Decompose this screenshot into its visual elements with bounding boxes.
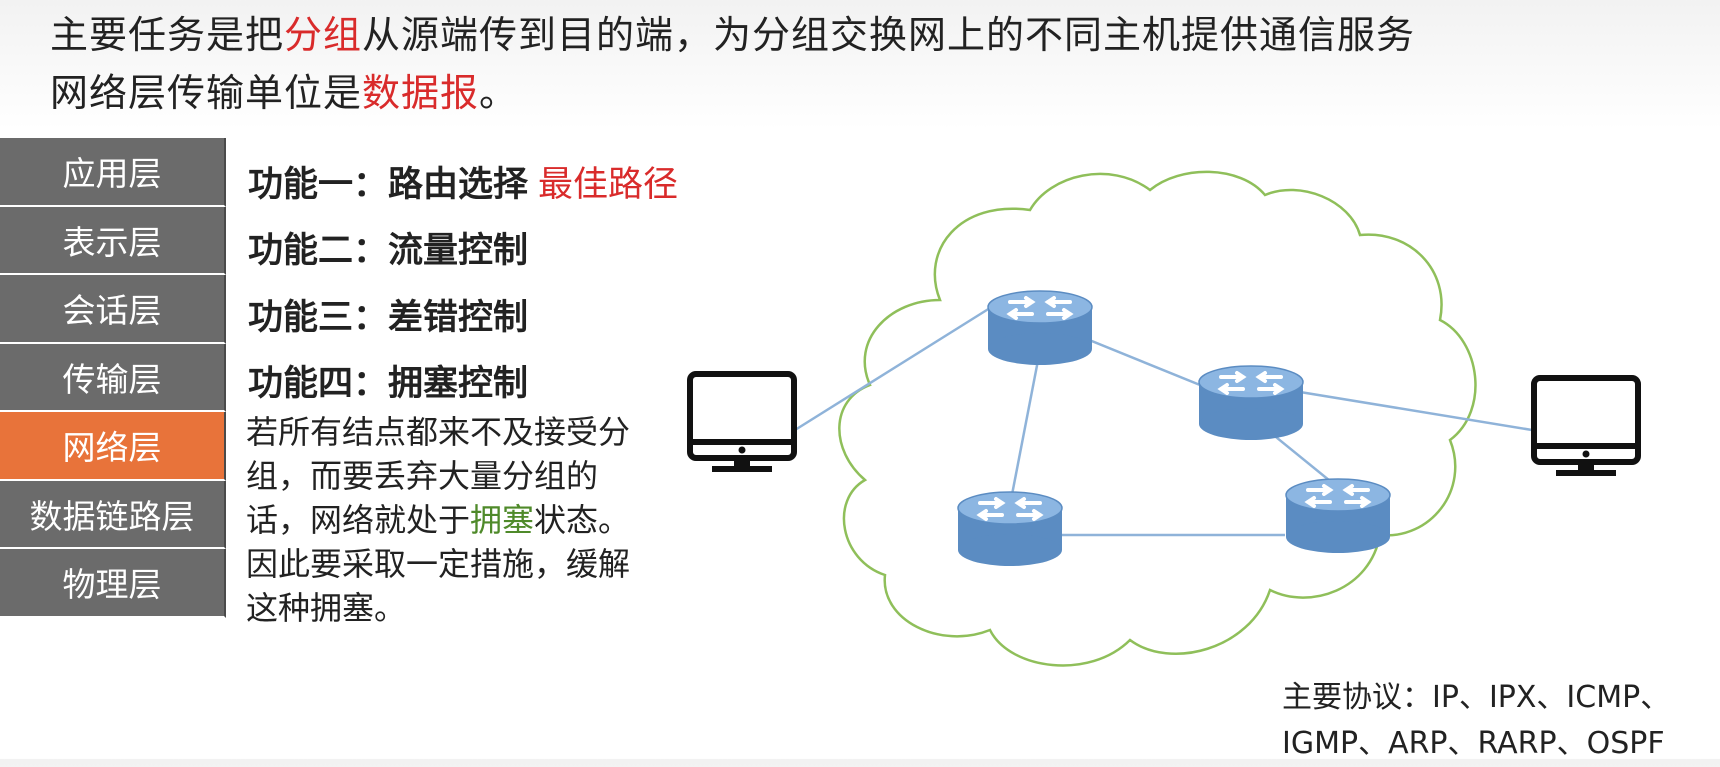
layer-data-link: 数据链路层	[0, 480, 226, 549]
paragraph-text-rest: 状态。因此要采取一定措施，缓解这种拥塞。	[246, 501, 631, 627]
osi-layer-stack: 应用层 表示层 会话层 传输层 网络层 数据链路层 物理层	[0, 138, 226, 618]
title-text: 网络层传输单位是	[50, 71, 363, 115]
title-line-1: 主要任务是把分组从源端传到目的端，为分组交换网上的不同主机提供通信服务	[50, 4, 1415, 59]
layer-network: 网络层	[0, 412, 226, 481]
title-line-2: 网络层传输单位是数据报。	[50, 62, 518, 117]
function-error-control: 功能三：差错控制	[248, 289, 528, 340]
title-highlight-packet: 分组	[284, 13, 363, 57]
title-highlight-datagram: 数据报	[362, 71, 480, 115]
layer-presentation: 表示层	[0, 206, 226, 275]
congestion-paragraph: 若所有结点都来不及接受分组，而要丢弃大量分组的话，网络就处于拥塞状态。因此要采取…	[246, 410, 656, 630]
router-icon	[1284, 477, 1392, 555]
function-congestion-control: 功能四：拥塞控制	[248, 355, 528, 406]
router-icon	[1197, 364, 1305, 442]
title-text-rest: 从源端传到目的端，为分组交换网上的不同主机提供通信服务	[362, 13, 1416, 57]
title-text: 主要任务是把	[50, 13, 285, 57]
monitor-icon	[690, 374, 794, 472]
function-flow-control: 功能二：流量控制	[248, 222, 528, 273]
protocols-note: 主要协议：IP、IPX、ICMP、 IGMP、ARP、RARP、OSPF	[1282, 675, 1670, 767]
paragraph-highlight: 拥塞	[470, 501, 535, 539]
function-note: 最佳路径	[538, 165, 679, 205]
layer-application: 应用层	[0, 138, 226, 207]
layer-session: 会话层	[0, 275, 226, 344]
protocols-line-1: 主要协议：IP、IPX、ICMP、	[1282, 680, 1671, 715]
monitor-icon	[1534, 378, 1638, 476]
function-label: 功能一：路由选择	[248, 165, 529, 205]
router-icon	[956, 490, 1064, 568]
title-period: 。	[479, 71, 519, 115]
function-label: 功能二：流量控制	[248, 231, 529, 271]
function-routing: 功能一：路由选择最佳路径	[248, 156, 678, 207]
function-label: 功能四：拥塞控制	[248, 364, 529, 404]
cloud-shape	[838, 170, 1477, 667]
layer-transport: 传输层	[0, 343, 226, 412]
protocols-line-2: IGMP、ARP、RARP、OSPF	[1282, 726, 1665, 761]
router-icon	[986, 289, 1094, 367]
paragraph-text: 若所有结点都来不及接受分组，而要丢弃大量分组的话，网络就处于	[246, 413, 631, 539]
network-links	[794, 306, 1533, 537]
function-label: 功能三：差错控制	[248, 298, 529, 338]
layer-physical: 物理层	[0, 549, 226, 618]
